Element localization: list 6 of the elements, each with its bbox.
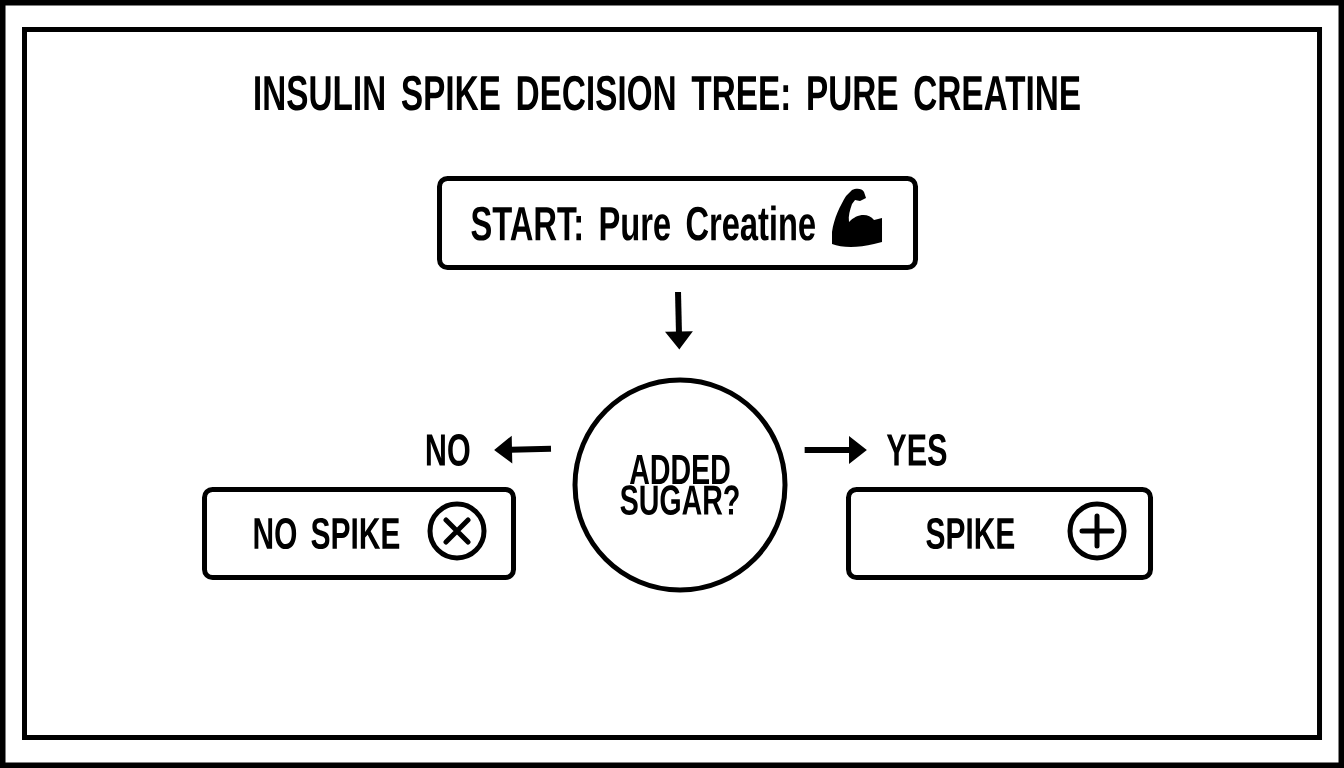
edge-label: NO: [426, 434, 470, 466]
title: INSULIN SPIKE DECISION TREE: PURE CREATINE: [255, 75, 1080, 111]
start-box: START: Pure Creatine: [437, 176, 918, 270]
result-box: NO SPIKE: [202, 487, 516, 580]
edge-label: YES: [886, 434, 947, 466]
result-box: SPIKE: [846, 487, 1153, 580]
